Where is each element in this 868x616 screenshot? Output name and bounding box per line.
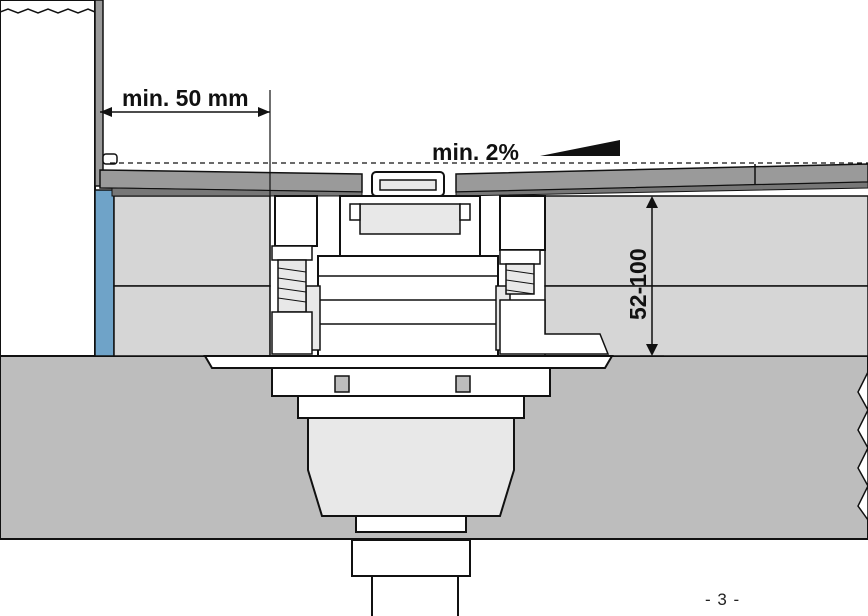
- wall-tile: [94, 0, 104, 187]
- arrow-right-icon: [258, 107, 270, 117]
- wall: [0, 0, 115, 357]
- slope-label: min. 2%: [432, 139, 519, 165]
- arrow-up-icon: [646, 196, 658, 208]
- page-number: - 3 -: [705, 590, 741, 609]
- slope-indicator: min. 2%: [432, 139, 620, 165]
- dimension-height-range: 52-100: [625, 196, 664, 357]
- insulation-layers: [113, 195, 868, 357]
- slope-wedge-icon: [540, 140, 620, 156]
- dimension-wall-clearance: min. 50 mm: [100, 85, 271, 356]
- drain-body: [305, 195, 511, 357]
- arrow-left-icon: [100, 107, 112, 117]
- floor-tiles: [99, 153, 868, 197]
- arrow-down-icon: [646, 344, 658, 356]
- flange-plate: [203, 355, 614, 369]
- drain-grate: [371, 171, 445, 197]
- height-range-label: 52-100: [625, 248, 651, 320]
- adjustable-foot-right: [499, 195, 610, 355]
- wall-clearance-label: min. 50 mm: [122, 85, 249, 111]
- drain-outlet: [271, 367, 551, 616]
- waterproof-membrane: [94, 189, 115, 357]
- adjustable-foot-left: [271, 195, 318, 355]
